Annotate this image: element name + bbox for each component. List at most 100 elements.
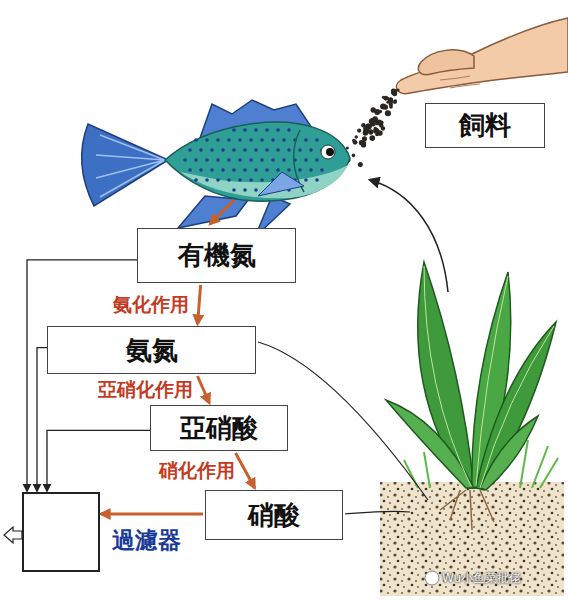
connector — [198, 285, 201, 324]
fish-eye — [321, 145, 335, 159]
pellet — [355, 135, 358, 138]
pectoral-fin — [258, 172, 304, 196]
process-label: 亞硝化作用 — [96, 378, 195, 401]
substrate — [380, 482, 564, 596]
pellet — [379, 110, 382, 113]
spot — [298, 148, 302, 152]
pellet — [389, 102, 393, 106]
filter-box: 過濾器 — [22, 492, 100, 572]
spot — [276, 148, 280, 152]
pellet — [368, 129, 373, 134]
pellet — [393, 100, 397, 104]
fish-belly — [180, 165, 348, 198]
spot — [315, 178, 319, 182]
fish-body — [165, 122, 350, 201]
spot — [282, 138, 286, 142]
spot — [194, 138, 198, 142]
process-label: 硝化作用 — [157, 459, 237, 482]
pellet — [357, 129, 361, 133]
spot — [227, 138, 231, 142]
spot — [188, 168, 192, 172]
pellet — [371, 107, 376, 112]
spot — [205, 178, 209, 182]
watermark-icon — [425, 571, 439, 585]
node-label: 氨氮 — [126, 336, 178, 365]
spot — [315, 158, 319, 162]
pellet — [369, 135, 375, 141]
pellet — [383, 104, 388, 109]
outlet-arrow — [4, 527, 22, 543]
spot — [254, 148, 258, 152]
pellet — [353, 140, 358, 145]
spot — [232, 168, 236, 172]
spot — [254, 168, 258, 172]
label-box: 飼料 — [425, 103, 545, 148]
spot — [221, 168, 225, 172]
leaf — [476, 322, 556, 490]
uptake-line — [345, 511, 410, 514]
pellet — [391, 89, 396, 94]
spot — [276, 168, 280, 172]
spot — [216, 178, 220, 182]
finger-crease — [440, 76, 480, 88]
spot — [227, 158, 231, 162]
pellet — [366, 123, 371, 128]
spot — [309, 168, 313, 172]
spot — [194, 158, 198, 162]
fish — [82, 100, 350, 237]
spot — [287, 168, 291, 172]
node-label: 有機氮 — [178, 241, 256, 270]
leaf-midrib — [424, 266, 554, 488]
spot — [287, 128, 291, 132]
spot — [205, 138, 209, 142]
pellet — [361, 123, 366, 128]
connector — [47, 430, 150, 491]
plant — [386, 262, 558, 530]
pellet — [385, 110, 391, 116]
spot — [249, 138, 253, 142]
spot — [199, 168, 203, 172]
spot — [194, 178, 198, 182]
uptake-arrow — [370, 180, 448, 292]
root — [440, 490, 494, 530]
spot — [260, 158, 264, 162]
spot — [243, 168, 247, 172]
pupil — [326, 148, 334, 156]
node-label: 亞硝酸 — [180, 414, 258, 443]
spot — [287, 148, 291, 152]
component-label: 過濾器 — [112, 528, 181, 553]
spot — [210, 148, 214, 152]
pellet — [370, 118, 373, 121]
connector — [101, 513, 203, 516]
spot — [265, 148, 269, 152]
spot — [304, 178, 308, 182]
spot — [298, 168, 302, 172]
pellet — [354, 141, 358, 145]
process-box: 硝酸 — [205, 490, 343, 540]
spot — [249, 158, 253, 162]
spot — [243, 128, 247, 132]
grass-blade — [404, 440, 558, 488]
spot — [309, 148, 313, 152]
spot — [315, 138, 319, 142]
fish-tail — [82, 124, 168, 206]
spot — [260, 138, 264, 142]
process-box: 氨氮 — [47, 326, 256, 374]
spot — [249, 178, 253, 182]
fish-spots — [183, 128, 324, 192]
pellet — [359, 140, 365, 146]
pellet — [393, 99, 397, 103]
spot — [243, 148, 247, 152]
spot — [210, 168, 214, 172]
excretion-arrow — [210, 200, 234, 224]
hand — [396, 18, 568, 94]
anal-fin — [178, 196, 248, 228]
process-box: 有機氮 — [137, 228, 296, 283]
spot — [304, 138, 308, 142]
pellet — [383, 96, 388, 101]
spot — [260, 178, 264, 182]
connector — [236, 453, 255, 488]
fin-ray — [96, 135, 165, 197]
pellet — [386, 111, 390, 115]
